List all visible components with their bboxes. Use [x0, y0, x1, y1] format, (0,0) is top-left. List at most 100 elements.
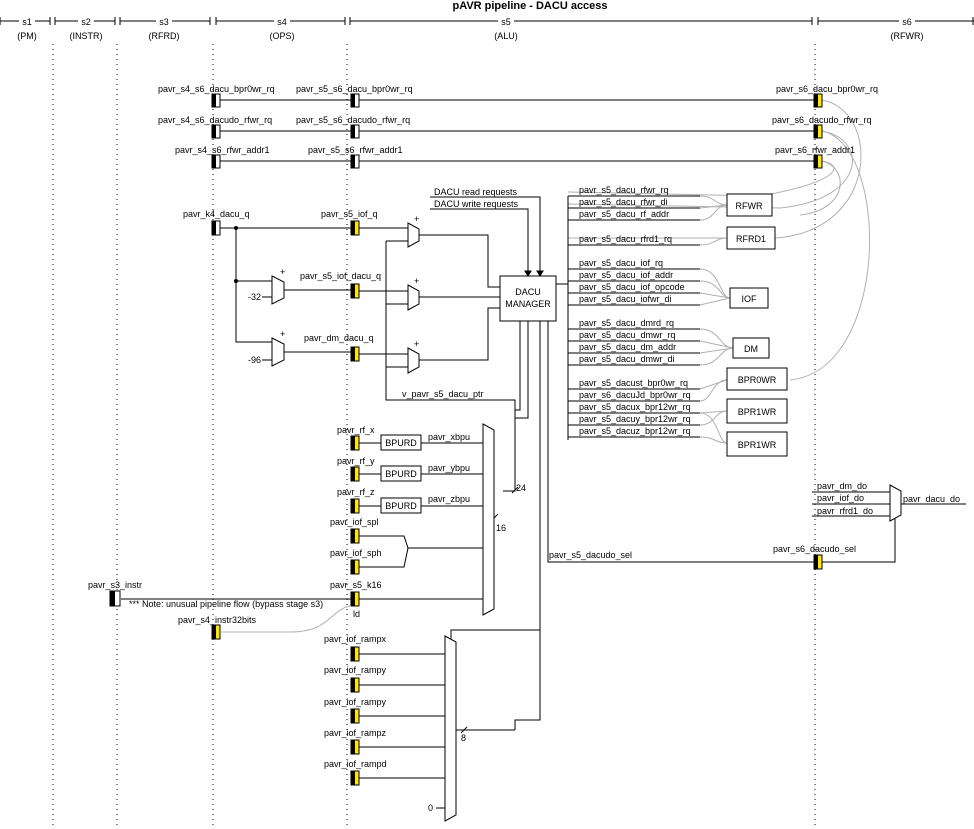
register-rf-z: [350, 498, 360, 514]
mux-iof-q: [407, 222, 420, 248]
register-iof-spl: [350, 528, 360, 544]
register-s4-rfwr: [211, 124, 221, 139]
block-dm: [732, 337, 770, 359]
out-iof-1: pavr_s5_dacu_iof_addr: [579, 270, 673, 280]
block-iof-label: IOF: [742, 294, 758, 304]
out-dm-3: pavr_s5_dacu_dmwr_di: [579, 354, 675, 364]
block-rfwr-label: RFWR: [736, 201, 763, 211]
reg-label-rampd: pavr_iof_rampd: [324, 759, 387, 769]
stage-name-s1: (PM): [17, 31, 37, 41]
reg-label-rf-x: pavr_rf_x: [337, 425, 375, 435]
out-bpr-1: pavr_s6_dacuJd_bpr0wr_rq: [579, 390, 691, 400]
register-k4-dacu-q: [211, 220, 221, 236]
width-8: 8: [461, 733, 466, 743]
reg-label-s6-bpr0wr: pavr_s6_dacu_bpr0wr_rq: [776, 84, 878, 94]
out-dm-2: pavr_s5_dacu_dm_addr: [579, 342, 676, 352]
block-bpr0wr-label: BPR0WR: [738, 375, 777, 385]
reg-label-s5-addr1: pavr_s5_s6_rfwr_addr1: [308, 145, 403, 155]
register-iof-sph: [350, 559, 360, 575]
block-bpr1wr-b-label: BPR1WR: [738, 440, 777, 450]
diagram-title: pAVR pipeline - DACU access: [452, 0, 607, 12]
out-rfrd1-0: pavr_s5_dacu_rfrd1_rq: [579, 234, 672, 244]
stage-boundaries: [52, 44, 816, 829]
register-rf-y: [350, 466, 360, 482]
stage-name-s5: (ALU): [494, 31, 518, 41]
reg-label-dm-dacu-q: pavr_dm_dacu_q: [304, 333, 374, 343]
top-wires: [220, 99, 814, 162]
out-bpr-4: pavr_s5_dacuz_bpr12wr_rq: [579, 426, 691, 436]
reg-label-rampz: pavr_iof_rampz: [324, 728, 387, 738]
ld-label: ld: [353, 609, 360, 619]
const-m32: -32: [248, 292, 261, 302]
reg-label-s5-k16: pavr_s5_k16: [330, 580, 382, 590]
register-s6-dacudo-sel: [813, 554, 823, 570]
block-bpr1wr-a-label: BPR1WR: [738, 407, 777, 417]
dacu-manager-line1: DACU: [515, 287, 541, 297]
out-dm-0: pavr_s5_dacu_dmrd_rq: [579, 318, 674, 328]
stage-name-s6: (RFWR): [891, 31, 924, 41]
svg-text:+: +: [414, 339, 419, 349]
note-unusual-flow: *** Note: unusual pipeline flow (bypass …: [129, 599, 323, 609]
reg-label-iof-spl: pavr_iof_spl: [330, 517, 379, 527]
mux-ramp: [444, 635, 457, 822]
signal-rfrd1-do: pavr_rfrd1_do: [817, 506, 873, 516]
mux-dacu-do: [889, 484, 902, 522]
reg-label-s4-instr32bits: pavr_s4_instr32bits: [178, 615, 257, 625]
out-iof-2: pavr_s5_dacu_iof_opcode: [579, 282, 685, 292]
stage-name-s2: (INSTR): [70, 31, 103, 41]
adder-m96: [271, 337, 285, 367]
reg-label-k4-dacu-q: pavr_k4_dacu_q: [183, 209, 250, 219]
bpurd-x-label: BPURD: [385, 438, 417, 448]
signal-dm-do: pavr_dm_do: [817, 481, 867, 491]
register-s6-rfwr: [813, 124, 823, 139]
block-bpr1wr-b: [726, 431, 788, 457]
register-s6-addr1: [813, 154, 823, 169]
bpurd-y-label: BPURD: [385, 469, 417, 479]
const-0: 0: [428, 803, 433, 813]
mux-pointer: [482, 423, 495, 616]
v-s5-dacu-ptr-label: v_pavr_s5_dacu_ptr: [402, 389, 484, 399]
reg-label-s5-bpr0wr: pavr_s5_s6_dacu_bpr0wr_rq: [296, 84, 413, 94]
reg-label-rf-z: pavr_rf_z: [337, 487, 375, 497]
adder-m32: [271, 275, 285, 305]
block-bpr0wr: [726, 367, 788, 391]
reg-label-s6-dacudo-sel: pavr_s6_dacudo_sel: [773, 544, 856, 554]
dacu-write-requests-label: DACU write requests: [434, 199, 519, 209]
out-dm-1: pavr_s5_dacu_dmwr_rq: [579, 330, 676, 340]
register-rampy-1: [350, 677, 360, 693]
dacu-manager-block: [499, 275, 557, 322]
signal-ybpu: pavr_ybpu: [428, 463, 470, 473]
reg-label-rampx: pavr_iof_rampx: [324, 634, 387, 644]
stage-label-s5: s5: [501, 17, 511, 27]
block-rfwr: [726, 193, 773, 217]
reg-label-iof-sph: pavr_iof_sph: [330, 548, 382, 558]
width-24: 24: [516, 483, 526, 493]
register-rampz: [350, 739, 360, 755]
register-s5-k16: [350, 591, 360, 607]
stage-label-s4: s4: [277, 17, 287, 27]
register-s4-instr32bits: [211, 624, 221, 640]
register-rampx: [350, 646, 360, 662]
signal-zbpu: pavr_zbpu: [428, 494, 470, 504]
svg-text:+: +: [280, 329, 285, 339]
register-rf-x: [350, 435, 360, 451]
block-dm-label: DM: [744, 344, 758, 354]
reg-label-s6-addr1: pavr_s6_rfwr_addr1: [775, 145, 855, 155]
register-s3-instr: [109, 590, 121, 607]
register-s4-bpr0wr: [211, 93, 221, 108]
reg-label-s6-rfwr: pavr_s6_dacudo_rfwr_rq: [772, 115, 872, 125]
stage-label-s6: s6: [902, 17, 912, 27]
signal-dacu-do: pavr_dacu_do: [903, 494, 960, 504]
signal-xbpu: pavr_xbpu: [428, 432, 470, 442]
svg-text:+: +: [414, 214, 419, 224]
out-bpr-2: pavr_s5_dacux_bpr12wr_rq: [579, 402, 691, 412]
dacu-manager-line2: MANAGER: [505, 299, 551, 309]
register-s5-iof-dacu-q: [350, 283, 360, 299]
register-dm-dacu-q: [350, 346, 360, 362]
block-rfrd1: [726, 226, 776, 250]
reg-label-rampy-2: pavr_iof_rampy: [324, 697, 387, 707]
block-iof: [729, 287, 769, 309]
dacu-read-requests-label: DACU read requests: [434, 187, 518, 197]
register-s6-bpr0wr: [813, 93, 823, 108]
